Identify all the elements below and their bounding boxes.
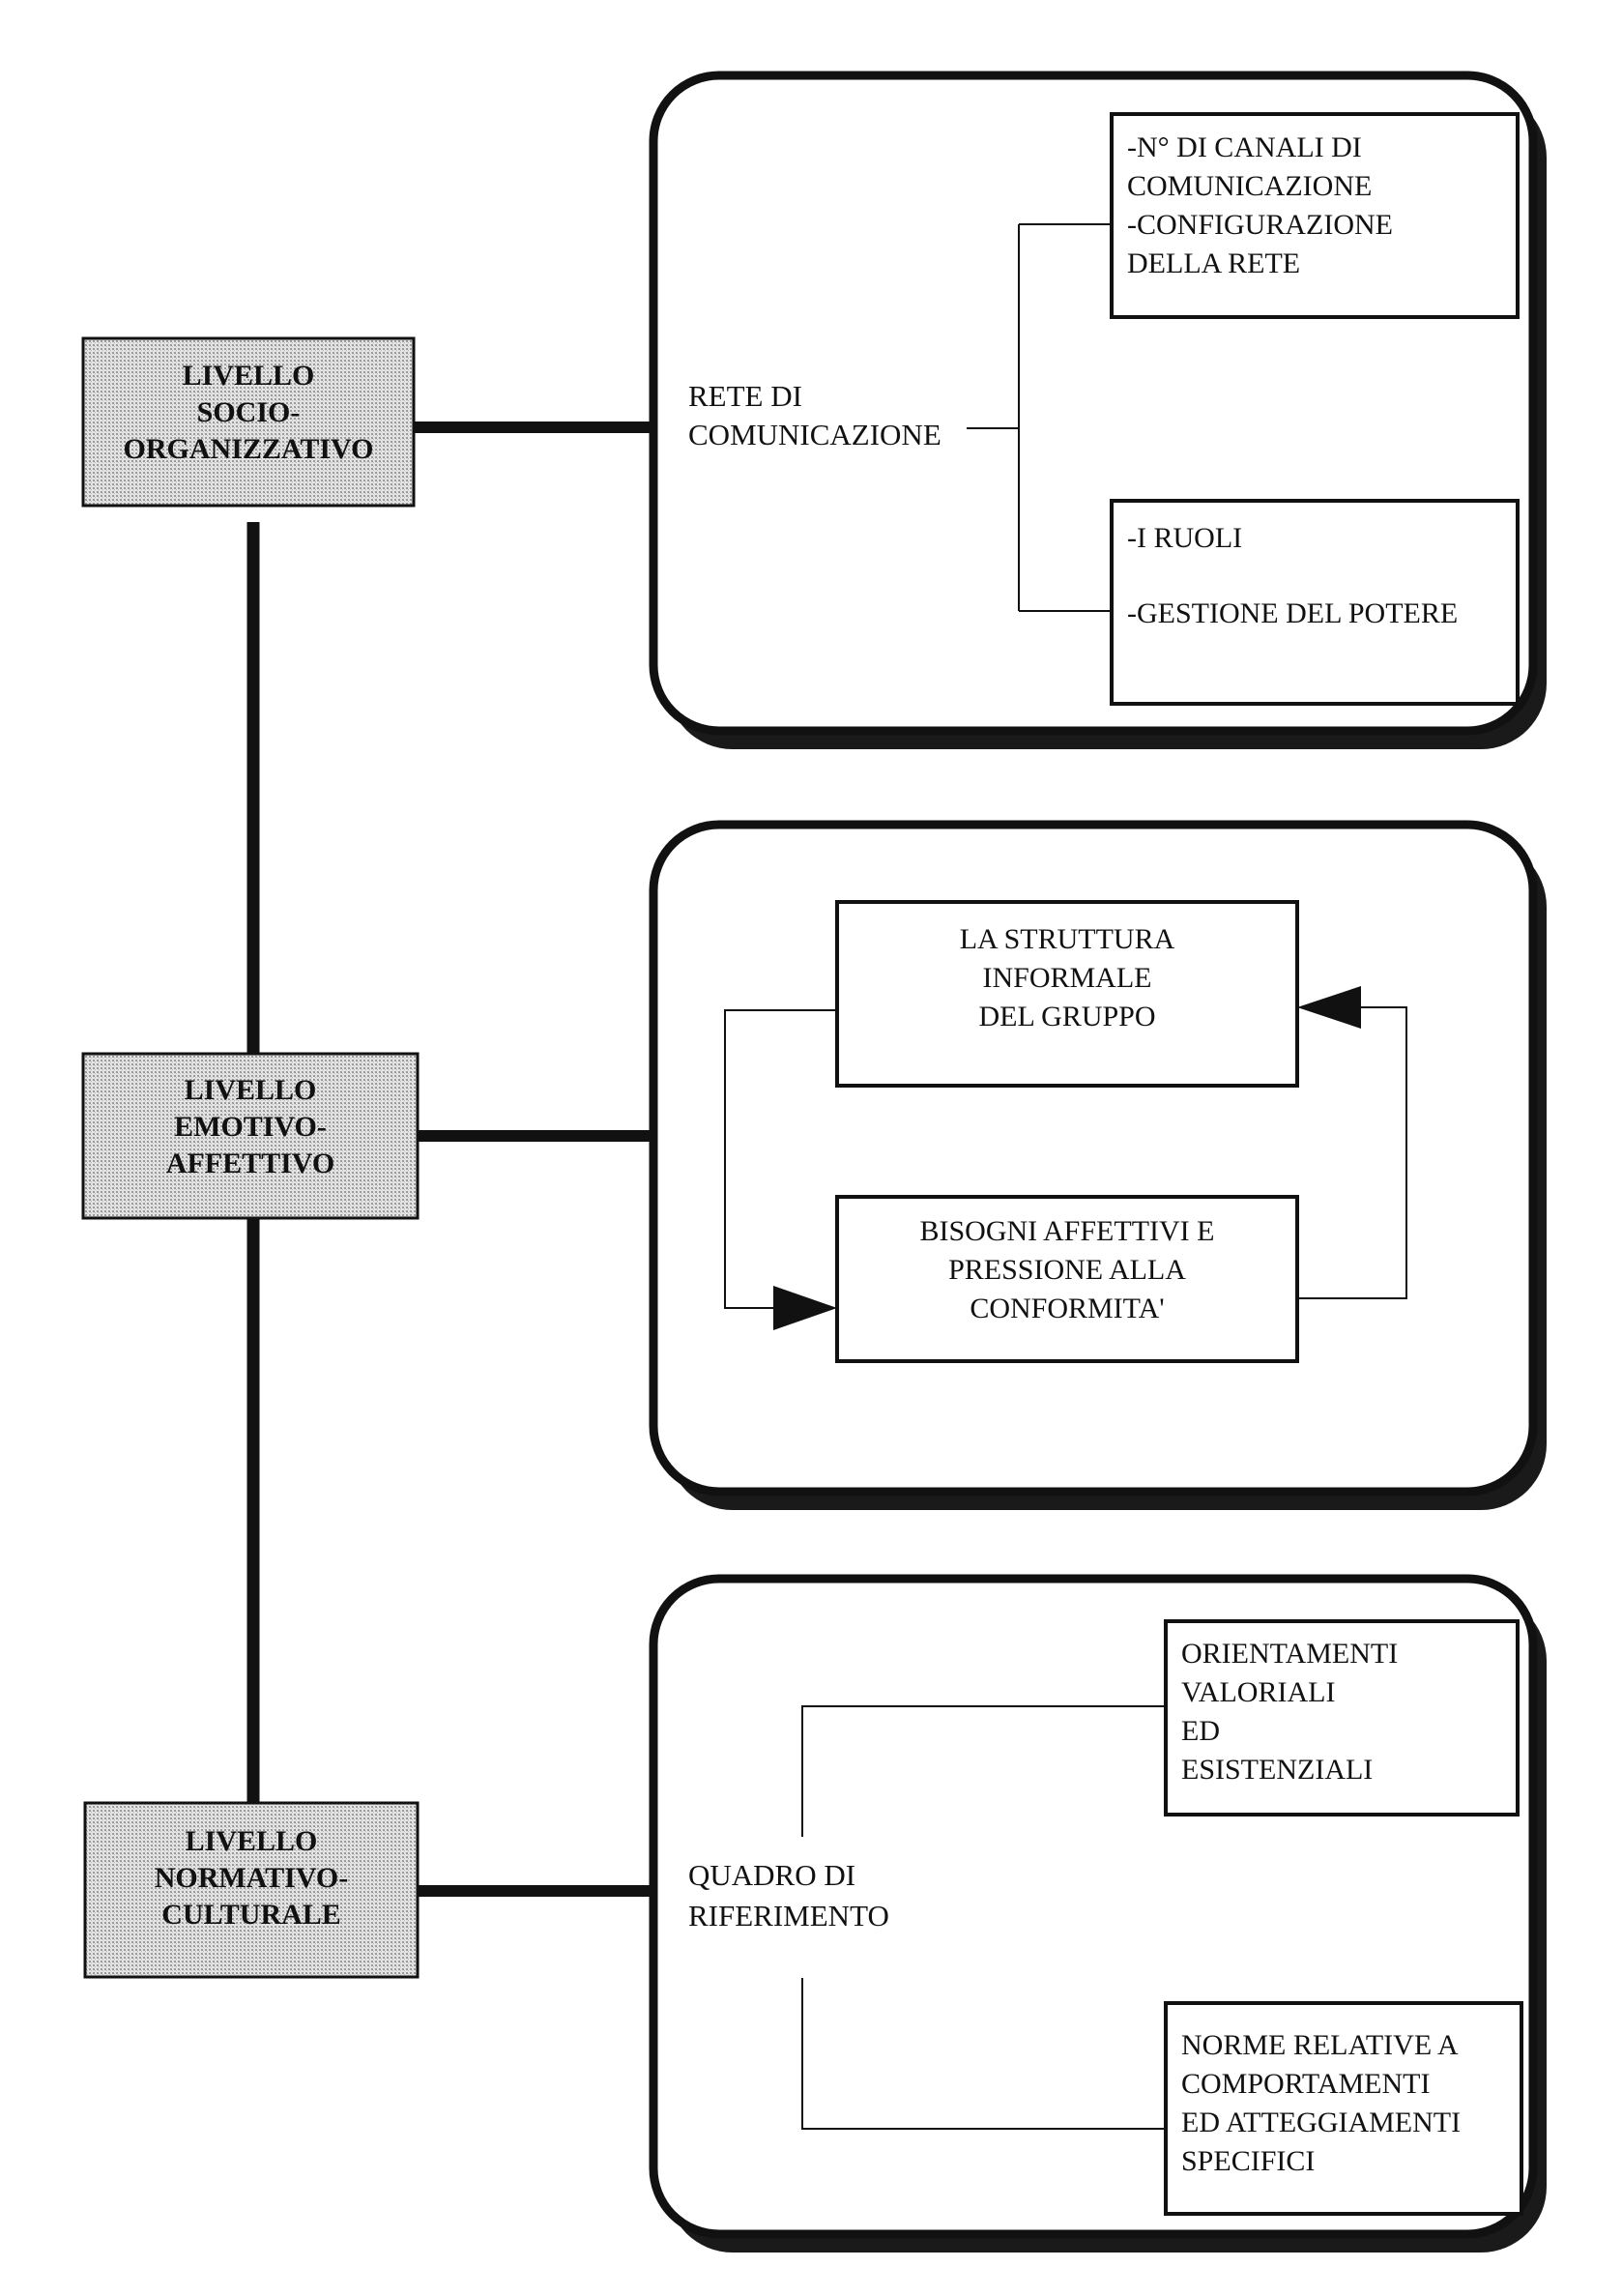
level-socio-line-1: LIVELLO [183, 360, 315, 392]
loop-right-arrowhead [1297, 986, 1361, 1029]
level-emotivo-line-1: LIVELLO [185, 1074, 317, 1106]
panel-socio-box-bottom-line-1: -I RUOLI [1127, 522, 1242, 554]
level-box-emotivo: LIVELLO EMOTIVO- AFFETTIVO [81, 1052, 420, 1220]
level-socio-line-2: SOCIO- [197, 396, 301, 428]
panel-normativo-box-top [1164, 1619, 1520, 1816]
panel-normativo-box-top-line-4: ESISTENZIALI [1181, 1754, 1373, 1786]
panel-normativo-label-line-1: QUADRO DI [688, 1858, 855, 1892]
level-normativo-line-1: LIVELLO [186, 1825, 318, 1857]
panel-normativo-box-bottom-line-2: COMPORTAMENTI [1181, 2068, 1430, 2100]
panel-socio-box-top-line-4: DELLA RETE [1127, 247, 1300, 279]
panel-normativo-label-line-2: RIFERIMENTO [688, 1899, 889, 1933]
panel-socio-box-bottom-line-2: -GESTIONE DEL POTERE [1127, 597, 1458, 629]
panel-emotivo-box-top-line-1: LA STRUTTURA [960, 923, 1175, 955]
panel-socio-label-line-1: RETE DI [688, 379, 802, 413]
panel-emotivo-box-top [835, 900, 1299, 1088]
panel-socio-box-top-line-2: COMUNICAZIONE [1127, 170, 1372, 202]
panel-emotivo-box-bottom [835, 1195, 1299, 1363]
panel-socio-box-top [1110, 112, 1520, 319]
panel-emotivo-box-bottom-line-2: PRESSIONE ALLA [948, 1254, 1186, 1286]
panel-normativo-box-top-line-2: VALORIALI [1181, 1676, 1335, 1708]
loop-left-path [724, 1009, 837, 1309]
level-normativo-line-3: CULTURALE [161, 1899, 341, 1931]
level-normativo-line-2: NORMATIVO- [155, 1862, 349, 1894]
panel-normativo-box-bottom-line-3: ED ATTEGGIAMENTI [1181, 2107, 1461, 2138]
panel-emotivo-box-top-line-2: INFORMALE [982, 962, 1151, 994]
panel-emotivo-box-top-line-3: DEL GRUPPO [978, 1001, 1155, 1032]
panel-normativo-box-bottom [1164, 2001, 1523, 2216]
panel-socio-label-line-2: COMUNICAZIONE [688, 418, 941, 451]
panel-normativo-box-bottom-line-4: SPECIFICI [1181, 2145, 1315, 2177]
loop-right-path [1297, 1006, 1407, 1299]
panel-normativo-box-top-line-3: ED [1181, 1715, 1220, 1747]
panel-normativo: QUADRO DI RIFERIMENTO ORIENTAMENTI VALOR… [649, 1574, 1547, 2252]
panel-normativo-box-bottom-line-1: NORME RELATIVE A [1181, 2029, 1459, 2061]
level-emotivo-line-3: AFFETTIVO [166, 1148, 334, 1179]
level-box-normativo: LIVELLO NORMATIVO- CULTURALE [83, 1801, 420, 1979]
panel-socio-box-bottom [1110, 499, 1520, 706]
level-emotivo-line-2: EMOTIVO- [174, 1111, 327, 1143]
level-box-socio: LIVELLO SOCIO- ORGANIZZATIVO [81, 336, 416, 508]
panel-socio-box-top-line-3: -CONFIGURAZIONE [1127, 209, 1393, 241]
panel-emotivo-box-bottom-line-3: CONFORMITA' [970, 1293, 1164, 1324]
panel-emotivo: LA STRUTTURA INFORMALE DEL GRUPPO BISOGN… [649, 820, 1547, 1510]
panel-socio-bracket [967, 223, 1112, 612]
loop-left-arrowhead [773, 1286, 837, 1330]
panel-normativo-bracket [801, 1705, 1166, 2130]
panel-socio: RETE DI COMUNICAZIONE -N° DI CANALI DI C… [649, 71, 1547, 749]
level-socio-line-3: ORGANIZZATIVO [124, 433, 374, 465]
panel-normativo-box-top-line-1: ORIENTAMENTI [1181, 1638, 1398, 1670]
panel-emotivo-box-bottom-line-1: BISOGNI AFFETTIVI E [920, 1215, 1215, 1247]
panel-socio-box-top-line-1: -N° DI CANALI DI [1127, 131, 1362, 163]
